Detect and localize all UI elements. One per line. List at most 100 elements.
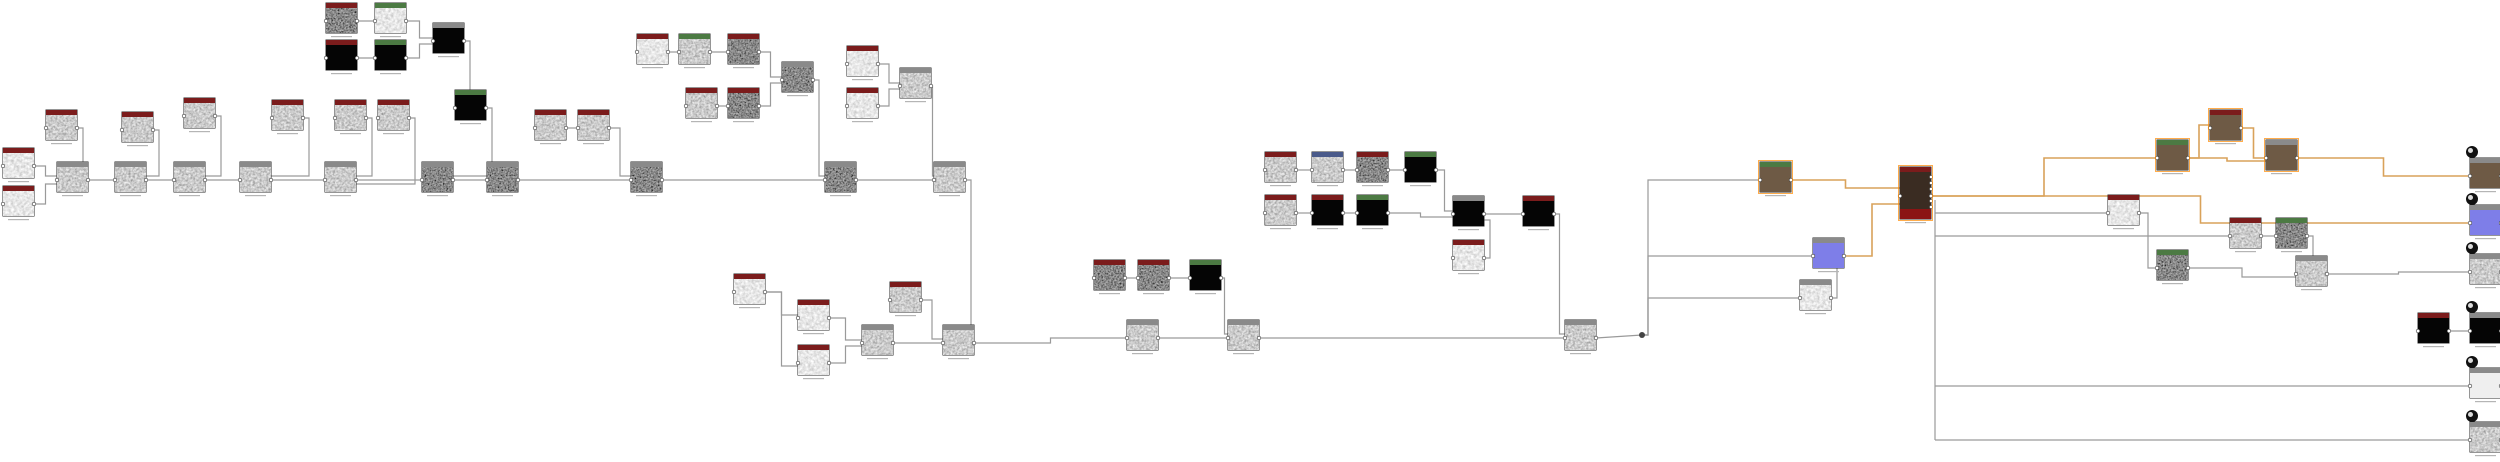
node-output-port[interactable] [2446,328,2452,334]
node-output-port[interactable] [714,103,720,109]
node-output-port[interactable] [826,360,832,366]
node-output-port[interactable] [1433,167,1439,173]
graph-node[interactable] [779,61,816,97]
graph-node[interactable] [725,33,762,69]
graph-node[interactable] [1309,194,1346,230]
node-input-port[interactable] [628,177,634,183]
node-input-port[interactable] [2293,271,2299,277]
node-output-port[interactable] [1551,211,1557,217]
node-input-port[interactable] [844,103,850,109]
node-output-port[interactable] [962,177,968,183]
node-output-port[interactable] [606,125,612,131]
node-output-port[interactable] [756,49,762,55]
node-input-port[interactable] [112,177,118,183]
node-output-port[interactable] [1929,181,1933,185]
node-input-port[interactable] [375,115,381,121]
node-input-port[interactable] [181,113,187,119]
node-input-port[interactable] [372,55,378,61]
graph-node[interactable] [322,161,359,197]
node-input-port[interactable] [1262,210,1268,216]
node-output-port[interactable] [354,18,360,24]
graph-node[interactable] [725,87,762,123]
graph-node[interactable] [1354,194,1391,230]
node-input-port[interactable] [822,177,828,183]
graph-node[interactable] [54,161,91,197]
node-input-port[interactable] [1262,167,1268,173]
node-input-port[interactable] [2467,220,2473,226]
node-output-port[interactable] [143,177,149,183]
node-output-port[interactable] [1155,335,1161,341]
node-input-port[interactable] [575,125,581,131]
graph-node[interactable] [2154,138,2191,175]
graph-node[interactable] [43,109,80,145]
node-output-port[interactable] [762,289,768,295]
node-output-port[interactable] [1828,295,1834,301]
node-output-port[interactable] [353,177,359,183]
node-output-port[interactable] [890,340,896,346]
node-output-port[interactable] [515,177,521,183]
graph-node[interactable] [112,161,149,197]
node-input-port[interactable] [269,115,275,121]
graph-node[interactable] [2273,217,2310,253]
node-input-port[interactable] [372,18,378,24]
node-input-port[interactable] [1124,335,1130,341]
node-output-port[interactable] [918,297,924,303]
node-input-port[interactable] [725,49,731,55]
node-input-port[interactable] [725,103,731,109]
graph-node[interactable] [2105,194,2142,230]
graph-node[interactable] [0,185,37,221]
graph-node[interactable] [795,299,832,335]
node-input-port[interactable] [1562,335,1568,341]
node-input-port[interactable] [779,77,785,83]
node-input-port[interactable] [43,125,49,131]
node-input-port[interactable] [2415,328,2421,334]
node-input-port[interactable] [795,360,801,366]
node-input-port[interactable] [731,289,737,295]
node-input-port[interactable] [171,177,177,183]
node-output-port[interactable] [1340,210,1346,216]
node-input-port[interactable] [795,315,801,321]
node-output-port[interactable] [875,61,881,67]
node-output-port[interactable] [483,105,489,111]
node-output-port[interactable] [2324,271,2330,277]
node-output-port[interactable] [85,177,91,183]
graph-node[interactable] [2466,356,2500,403]
node-output-port[interactable] [563,125,569,131]
graph-node[interactable] [628,161,665,197]
graph-node[interactable] [269,99,306,135]
node-input-port[interactable] [859,340,865,346]
graph-node[interactable] [171,161,208,197]
graph-node[interactable] [2466,193,2500,240]
node-output-port[interactable] [665,49,671,55]
node-input-port[interactable] [940,340,946,346]
node-input-port[interactable] [887,297,893,303]
node-output-port[interactable] [1385,210,1391,216]
graph-node[interactable] [1562,319,1599,355]
node-output-port[interactable] [810,77,816,83]
graph-node[interactable] [323,39,360,75]
graph-node[interactable] [1124,319,1161,355]
graph-node[interactable] [931,161,968,197]
node-input-port[interactable] [634,49,640,55]
graph-node[interactable] [575,109,612,145]
node-input-port[interactable] [54,177,60,183]
node-output-port[interactable] [1929,199,1933,203]
node-input-port[interactable] [1187,275,1193,281]
node-output-port[interactable] [1481,255,1487,261]
node-output-port[interactable] [1293,167,1299,173]
node-output-port[interactable] [707,49,713,55]
graph-node[interactable] [372,2,409,38]
reroute-dot[interactable] [1639,332,1645,338]
node-input-port[interactable] [1450,211,1456,217]
graph-node[interactable] [634,33,671,69]
node-output-port[interactable] [971,340,977,346]
node-output-port[interactable] [1256,335,1262,341]
graph-node[interactable] [430,22,467,58]
graph-node[interactable] [372,39,409,75]
node-input-port[interactable] [844,61,850,67]
graph-node[interactable] [1187,259,1224,295]
node-input-port[interactable] [1309,167,1315,173]
node-input-port[interactable] [430,38,436,44]
node-output-port[interactable] [450,177,456,183]
node-input-port[interactable] [2467,437,2473,443]
